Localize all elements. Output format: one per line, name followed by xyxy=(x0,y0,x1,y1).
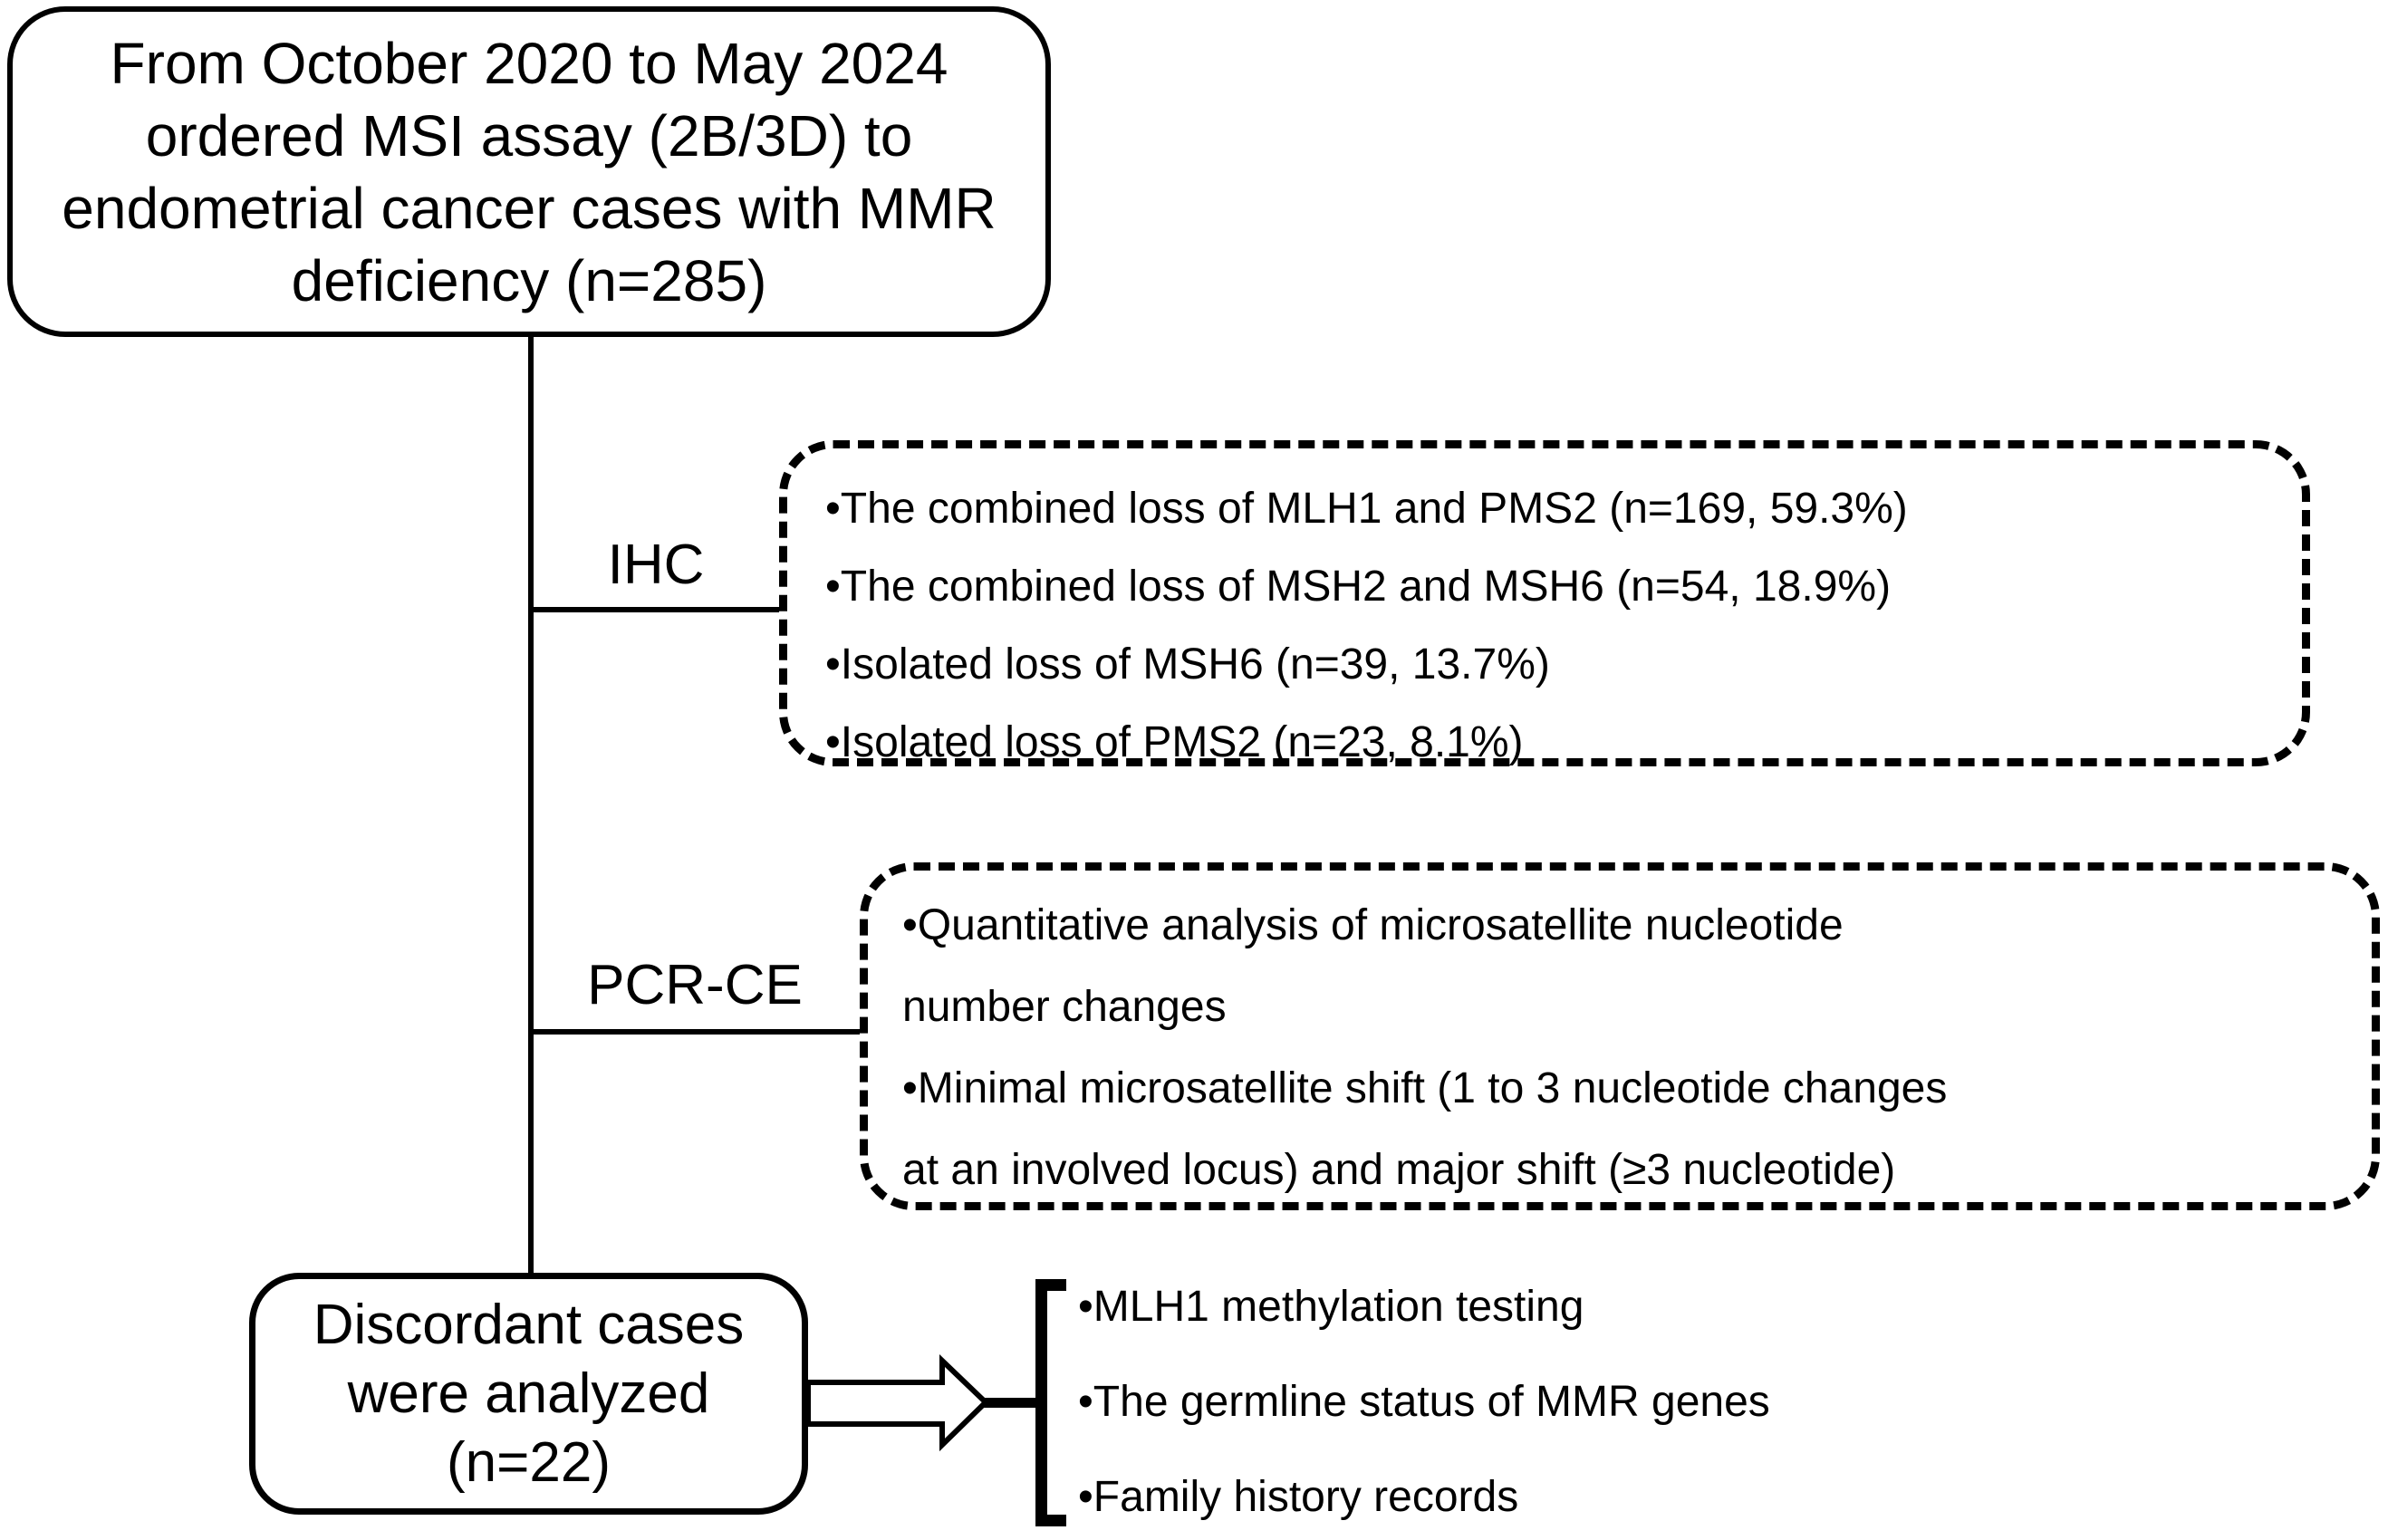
pcr-ce-result-item: •Quantitative analysis of microsatellite… xyxy=(902,901,1844,1031)
ihc-branch-label: IHC xyxy=(607,534,705,596)
discordant-box: Discordant cases were analyzed (n=22) xyxy=(249,1273,808,1515)
pcr-ce-branch-label: PCR-CE xyxy=(587,954,803,1016)
arrow-bracket-connector xyxy=(983,1398,1039,1408)
pcr-ce-result-item: •Minimal microsatellite shift (1 to 3 nu… xyxy=(902,1064,1948,1194)
ihc-result-item: •The combined loss of MSH2 and MSH6 (n=5… xyxy=(825,563,1892,611)
followup-item: •MLH1 methylation testing xyxy=(1078,1283,1584,1331)
ihc-result-item: •Isolated loss of PMS2 (n=23, 8.1%) xyxy=(825,718,1524,766)
ihc-result-item: •Isolated loss of MSH6 (n=39, 13.7%) xyxy=(825,640,1550,688)
pcr-ce-branch-line xyxy=(528,1029,860,1035)
followup-list: •MLH1 methylation testing •The germline … xyxy=(1078,1259,2310,1540)
bracket-icon xyxy=(1035,1279,1066,1526)
followup-item: •Family history records xyxy=(1078,1473,1519,1521)
ihc-result-item: •The combined loss of MLH1 and PMS2 (n=1… xyxy=(825,485,1908,533)
block-arrow-icon xyxy=(805,1353,990,1452)
source-box: From October 2020 to May 2024 ordered MS… xyxy=(7,6,1051,337)
trunk-line xyxy=(528,337,534,1273)
ihc-results-box: •The combined loss of MLH1 and PMS2 (n=1… xyxy=(779,440,2310,766)
followup-item: •The germline status of MMR genes xyxy=(1078,1378,1770,1426)
ihc-branch-line xyxy=(528,607,782,612)
pcr-ce-results-box: •Quantitative analysis of microsatellite… xyxy=(860,862,2380,1210)
